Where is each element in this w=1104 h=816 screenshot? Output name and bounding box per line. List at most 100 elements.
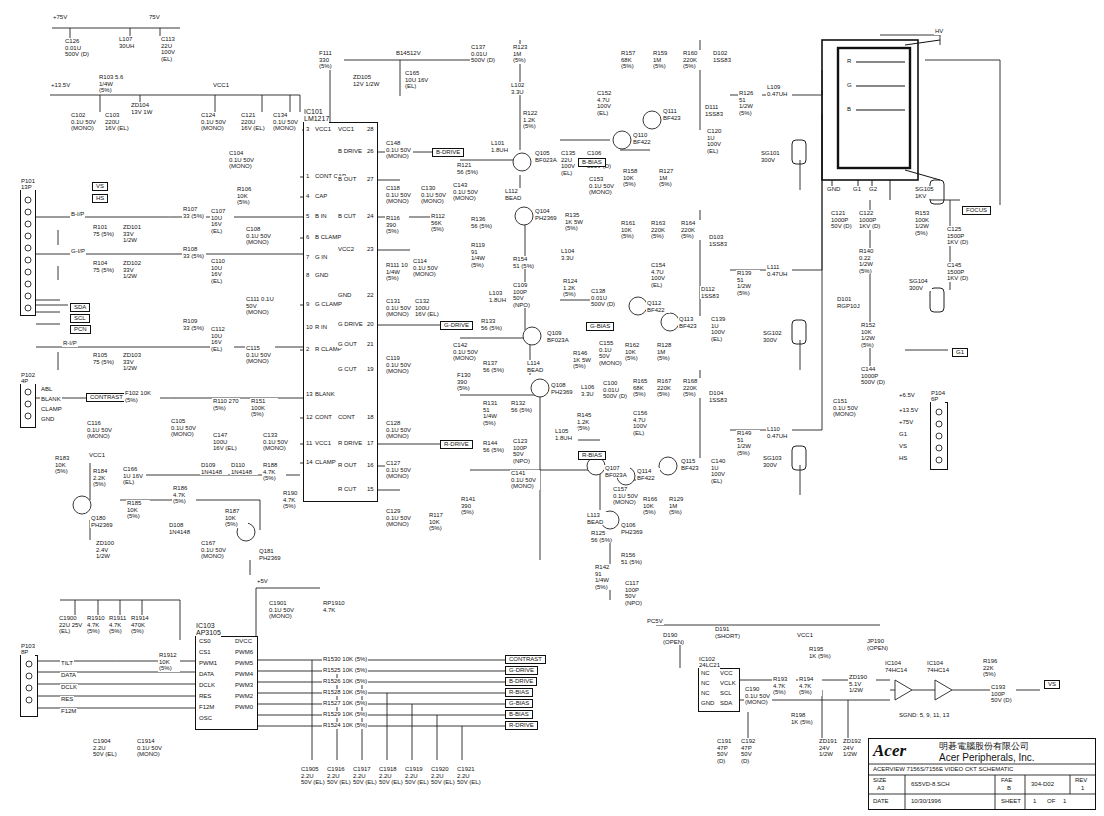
component-label: R149 51 1/2W (5%)	[736, 430, 760, 456]
component-label: 24	[366, 213, 375, 220]
component-label: R IN	[314, 324, 328, 331]
component-label: C127 0.1U 50V (MONO)	[385, 460, 413, 480]
component-label: C148 0.1U 50V (MONO)	[385, 140, 413, 160]
spark-gap-symbol	[792, 140, 806, 164]
component-label: R187 10K (5%)	[224, 508, 248, 528]
component-label: 22	[366, 292, 375, 299]
component-label: B OUT	[337, 176, 357, 183]
component-label: 11	[305, 440, 313, 447]
component-label: F12M	[60, 708, 77, 715]
component-label: B IN	[314, 213, 328, 220]
connector-pins	[25, 269, 31, 275]
component-label: 304-D02	[1030, 781, 1055, 788]
component-label: C107 10U 16V (EL)	[210, 208, 234, 234]
component-label: 3	[305, 126, 310, 133]
component-label: REV	[1074, 777, 1088, 784]
company-name: Acer Peripherals, Inc.	[939, 752, 1035, 764]
component-label: C105 0.1U 50V (MONO)	[170, 418, 200, 438]
component-label: CS0	[198, 638, 212, 645]
signal-flag: HS	[92, 194, 108, 203]
component-label: L114 BEAD	[526, 360, 548, 373]
inverter-symbol	[895, 680, 952, 700]
component-label: R136 56 (5%)	[470, 216, 494, 229]
part-reference: P103	[21, 643, 35, 650]
component-label: +6.5V	[898, 392, 916, 399]
component-label: C1900 22U 25V (EL)	[58, 615, 84, 635]
component-label: B CUT	[337, 213, 357, 220]
component-label: R144 56 (5%)	[482, 440, 506, 453]
component-label: Q112 BF422	[646, 300, 670, 313]
component-label: R-I/P	[62, 340, 78, 347]
component-label: R124 1.2K (5%)	[562, 278, 586, 298]
transistor-symbol	[523, 327, 541, 345]
component-label: C120 1U 100V (EL)	[706, 128, 730, 154]
component-label: 28	[366, 126, 375, 133]
component-label: R164 220K (5%)	[680, 220, 704, 240]
component-label: 4	[305, 193, 310, 200]
component-label: RES	[198, 693, 212, 700]
component-label: R1530 10K (5%)	[322, 656, 368, 663]
connector-pins	[26, 697, 32, 703]
inverter-symbol	[935, 680, 952, 700]
component-label: F102 10K (5%)	[124, 390, 160, 403]
component-label: ZD101 33V 1/2W	[122, 224, 150, 244]
component-label: Q111 BF423	[662, 108, 686, 121]
component-label: L112 BEAD	[504, 188, 526, 201]
component-label: R156 51 (5%)	[620, 552, 644, 565]
part-type: 24LC21	[699, 662, 720, 669]
component-label: C130 0.1U 50V (MONO)	[420, 185, 448, 205]
signal-flag: PCN	[70, 325, 91, 334]
component-label: 26	[366, 148, 375, 155]
title-block-grid	[868, 764, 1096, 810]
component-label: NC	[700, 670, 711, 677]
component-label: R1524 10K (5%)	[322, 722, 368, 729]
component-label: +75V	[898, 419, 914, 426]
component-label: C134 0.1U 50V (MONO)	[272, 112, 302, 132]
component-label: VCC2	[337, 246, 355, 253]
component-label: Q105 BF023A	[534, 150, 560, 163]
component-label: R196 22K (5%)	[982, 658, 1006, 678]
component-label: C121 1000P 50V (D)	[830, 210, 856, 230]
component-label: 12	[305, 414, 314, 421]
component-label: PWM2	[234, 693, 254, 700]
component-label: R1912 10K (5%)	[158, 652, 180, 672]
component-label: R110 270 (5%)	[212, 398, 240, 411]
component-label: C151 0.1U 50V (MONO)	[832, 398, 862, 418]
wire	[90, 463, 300, 575]
component-label: R123 1M (5%)	[512, 44, 536, 64]
signal-flag: R-DRIVE	[505, 721, 538, 730]
component-label: R119 91 1/4W (5%)	[470, 242, 494, 268]
signal-flag: VS	[1044, 680, 1060, 689]
component-label: C141 0.1U 50V (MONO)	[510, 470, 540, 490]
component-label: R121 56 (5%)	[456, 162, 480, 175]
signal-flag: G1	[952, 348, 968, 357]
component-label: R101 75 (5%)	[92, 224, 116, 237]
component-label: R184 2.2K (5%)	[92, 468, 116, 488]
component-label: L107 30UH	[118, 36, 144, 49]
component-label: PWM1	[198, 660, 218, 667]
component-label: C116 0.1U 50V (MONO)	[86, 420, 116, 440]
component-label: C108 0.1U 50V (MONO)	[245, 226, 275, 246]
connector-pins	[25, 281, 31, 287]
component-label: C133 0.1U 50V (MONO)	[262, 432, 292, 452]
component-label: C1918 2.2U 50V (EL)	[378, 766, 404, 786]
component-label: +5V	[256, 578, 269, 585]
connector-pins	[26, 685, 32, 691]
component-label: 9	[305, 301, 310, 308]
component-label: R108 33 (5%)	[182, 246, 206, 259]
component-label: CAP	[314, 193, 328, 200]
component-label: SCL	[719, 690, 733, 697]
inverter-symbol	[895, 680, 912, 700]
component-label: R157 68K (5%)	[620, 50, 644, 70]
component-label: C153 0.1U 50V (MONO)	[588, 176, 618, 196]
component-label: BLANK	[40, 396, 62, 403]
component-label: RES	[60, 696, 74, 703]
component-label: Q114 BF422	[636, 468, 660, 481]
component-label: PC5V	[646, 618, 664, 625]
component-label: 16	[366, 462, 375, 469]
component-label: R106 10K (5%)	[236, 186, 260, 206]
component-label: C167 0.1U 50V (MONO)	[200, 540, 230, 560]
component-label: R167 220K (5%)	[656, 378, 680, 398]
